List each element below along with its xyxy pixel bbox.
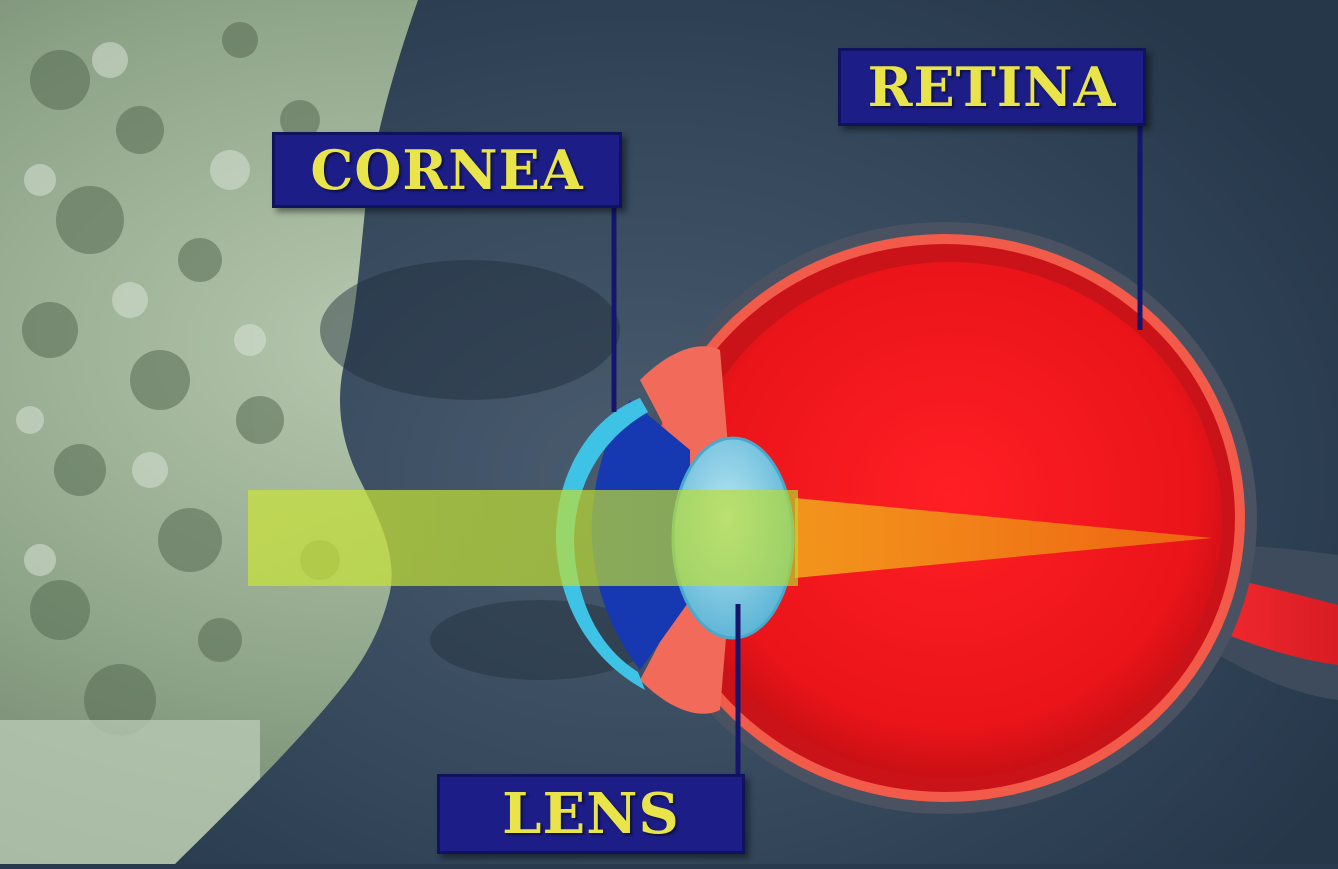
cornea-label-text: CORNEA xyxy=(310,138,583,202)
lens-label: LENS xyxy=(437,774,745,854)
incoming-light-beam xyxy=(248,490,798,586)
lens-label-text: LENS xyxy=(502,781,680,847)
retina-label: RETINA xyxy=(838,48,1146,126)
brow-shading xyxy=(320,260,620,400)
cornea-label: CORNEA xyxy=(272,132,622,208)
retina-label-text: RETINA xyxy=(868,55,1117,119)
